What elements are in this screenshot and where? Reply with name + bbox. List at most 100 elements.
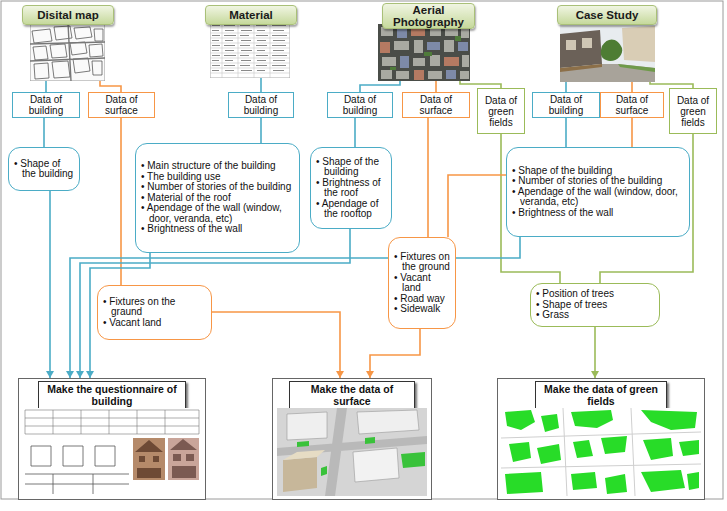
attribute-list: • Shape of the building• Brightness of t… [310, 147, 392, 229]
roofs [380, 26, 469, 80]
form-table [25, 410, 199, 434]
box-text: • Vacant land [103, 318, 206, 329]
source-header: Disital map [22, 5, 114, 25]
box-text: Data of building [231, 94, 291, 116]
attribute-list: • Position of trees• Shape of trees• Gra… [530, 283, 660, 327]
box-text: • Shape of the building [316, 157, 386, 178]
building-photo [133, 438, 165, 480]
attribute-list: • Fixtures on the graund• Vacant land [97, 285, 212, 340]
attribute-list: • Fixtures on the ground• Vacant land• R… [388, 237, 456, 329]
map-lines [501, 408, 701, 496]
connector [43, 118, 45, 147]
building-photo-detail [135, 440, 163, 478]
sheet-bg [23, 408, 201, 496]
green-patches [297, 437, 425, 476]
connector [594, 327, 596, 378]
box-text: • Fixtures on the graund [103, 297, 206, 318]
connector [120, 118, 122, 285]
box-text: • Apendage of the wall (window, door, ve… [141, 203, 294, 224]
block [353, 448, 399, 482]
box-text: • Number of stories of the building [512, 176, 684, 187]
box-text: Data of surface [603, 94, 661, 116]
sky [560, 24, 655, 82]
data-box: Data of building [228, 92, 294, 118]
building-photo-detail [170, 439, 197, 478]
building-right [622, 26, 655, 62]
attribute-list: • Main structure of the building• The bu… [135, 143, 300, 253]
frame-border [1, 1, 723, 499]
data-box: Data of green fields [477, 88, 525, 134]
panel-heading: Make the data of surface [289, 381, 415, 410]
box-text: Data of building [15, 94, 77, 116]
panel-heading: Make the data of green fields [535, 381, 667, 410]
box-text: Data of surface [91, 94, 152, 116]
building-photo [168, 438, 199, 480]
box-text: • Brightness of the wall [141, 224, 294, 235]
roads [277, 408, 427, 496]
box-text: • Material of the roof [141, 193, 294, 204]
box-text: • Position of trees [536, 289, 654, 300]
connector [370, 329, 420, 378]
box-text: • Vacant land [394, 273, 450, 294]
panel-title: Make the data of surface [293, 384, 411, 407]
header-text: Disital map [37, 9, 98, 21]
connector [650, 25, 693, 88]
connector [427, 118, 429, 237]
box-text: • Shape of the building [14, 159, 74, 180]
tree [601, 39, 622, 61]
box-text: • Shape of the building [512, 166, 684, 177]
box-text: • Fixtures on the ground [394, 252, 450, 273]
box-text: • The building use [141, 172, 294, 183]
block-roof [283, 450, 325, 460]
sheet-grid [210, 23, 290, 78]
ground [277, 408, 427, 496]
aerial-photo-thumbnail [378, 24, 470, 81]
source-header: Aerial Photography [382, 3, 475, 29]
map-roads [30, 23, 105, 81]
material-thumbnail [210, 23, 290, 78]
connector [70, 237, 520, 378]
box-text: • Shape of trees [536, 300, 654, 311]
path [560, 64, 655, 82]
panel-heading: Make the questionnaire of building [38, 381, 186, 410]
green-areas [505, 410, 699, 494]
trees [390, 36, 461, 70]
thumb-bg [210, 23, 290, 78]
building-left [560, 30, 602, 68]
data-box: Data of building [327, 92, 393, 118]
box-text: • Sidewalk [394, 304, 450, 315]
green-field-map [501, 408, 701, 496]
header-text: Case Study [576, 9, 639, 21]
connector [49, 191, 51, 378]
map-parcels [32, 26, 103, 79]
connector [354, 118, 356, 147]
box-text: • Brightness of the roof [316, 178, 386, 199]
header-text: Aerial Photography [383, 4, 474, 28]
source-header: Material [205, 5, 297, 25]
questionnaire-sheet [23, 408, 201, 496]
surface-model [277, 408, 427, 496]
panel-title: Make the data of green fields [539, 384, 663, 407]
map-bg [501, 408, 701, 496]
thumb-bg [378, 24, 470, 81]
data-box: Data of building [532, 92, 600, 118]
data-box: Data of surface [600, 92, 664, 118]
data-box: Data of surface [88, 92, 155, 118]
block [287, 410, 419, 440]
attribute-list: • Shape of the building [8, 147, 80, 191]
form-fields [25, 446, 129, 494]
fence [560, 64, 602, 72]
attribute-list: • Shape of the building• Number of stori… [506, 147, 690, 237]
box-text: Data of green fields [480, 95, 522, 128]
box-text: Data of building [330, 94, 390, 116]
box-text: Data of building [535, 94, 597, 116]
box-text: • Apendage of the rooftop [316, 199, 386, 220]
data-box: Data of surface [402, 92, 470, 118]
data-box: Data of building [12, 92, 80, 118]
thumb-bg [30, 23, 105, 81]
connector [212, 312, 340, 378]
blue-roofs [397, 26, 468, 79]
panel-title: Make the questionnaire of building [42, 384, 182, 407]
block [283, 457, 317, 492]
